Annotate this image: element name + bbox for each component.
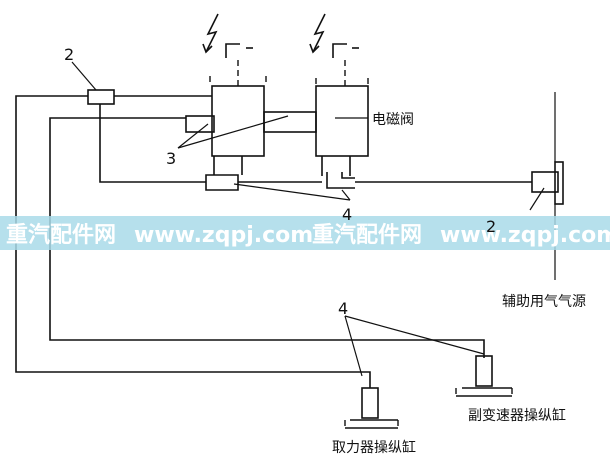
watermark-band	[0, 216, 610, 250]
label-valve-callout: 3	[166, 149, 176, 168]
air-lines	[15, 92, 556, 388]
tee-fitting-top-left	[87, 89, 115, 105]
label-tee-right: 2	[486, 217, 496, 236]
solenoid-valve-right	[315, 43, 369, 176]
watermark-text-3: 重汽配件网	[312, 222, 422, 248]
label-solenoid-valve: 电磁阀	[372, 112, 414, 128]
tee-fitting-right	[531, 161, 564, 205]
elbow-fitting-right	[326, 172, 355, 189]
label-aux-gearbox-cylinder: 副变速器操纵缸	[468, 407, 566, 424]
label-elbow-callout-top: 4	[342, 205, 352, 224]
label-pto-cylinder: 取力器操纵缸	[332, 439, 416, 456]
elbow-fitting-left	[205, 174, 239, 191]
pto-cylinder	[344, 387, 399, 429]
electric-signal-icon-left	[202, 13, 219, 54]
label-elbow-callout-bottom: 4	[338, 299, 348, 318]
watermark-text-1: 重汽配件网	[6, 222, 116, 248]
label-aux-air-source: 辅助用气气源	[502, 294, 586, 310]
label-tee-top-left: 2	[64, 45, 74, 64]
watermark-text-2: www.zqpj.com	[134, 223, 313, 248]
solenoid-valve-left	[185, 43, 317, 175]
callout-leaders	[71, 61, 545, 377]
watermark-text-4: www.zqpj.com	[440, 223, 610, 248]
aux-gearbox-cylinder	[455, 355, 513, 397]
electric-signal-icon-right	[309, 13, 326, 54]
